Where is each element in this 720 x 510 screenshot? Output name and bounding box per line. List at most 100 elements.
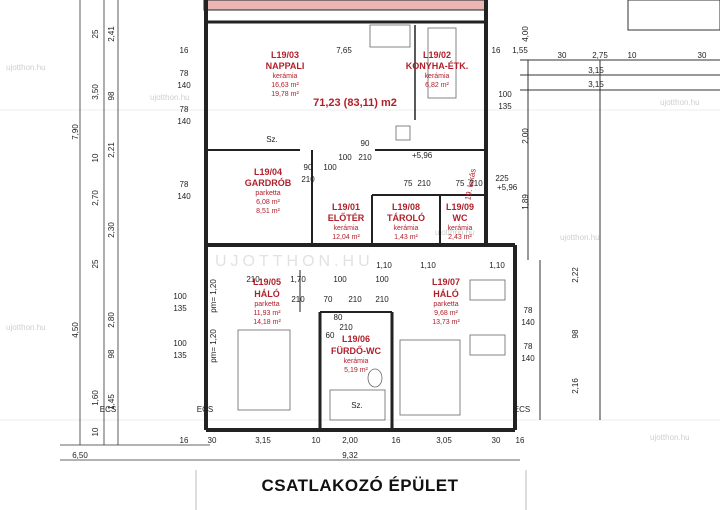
dimension-label: 16: [180, 46, 189, 55]
dimension-label: 140: [521, 318, 535, 327]
room-material: kerámia: [273, 73, 298, 80]
dimension-label: 100: [498, 90, 512, 99]
dimension-label: 78: [180, 105, 189, 114]
dimension-label: 3,50: [91, 84, 100, 100]
dimension-label: 210: [339, 323, 353, 332]
room-name: HÁLÓ: [433, 288, 459, 299]
room-net-area: 2,43 m²: [448, 234, 472, 241]
room-L19-08: L19/08 TÁROLÓ kerámia 1,43 m²: [387, 202, 425, 241]
dimension-label: 3,15: [588, 80, 604, 89]
left-vertical-dimensions: 25 3,50 7,90 10 2,70 25 4,50 1,60 10 2,4…: [71, 26, 116, 437]
room-L19-07: L19/07 HÁLÓ parketta 9,68 m² 13,73 m²: [432, 277, 460, 326]
dimension-label: 140: [177, 192, 191, 201]
room-code: L19/05: [253, 277, 281, 287]
room-material: kerámia: [448, 225, 473, 232]
room-name: FÜRDŐ-WC: [331, 345, 381, 356]
dimension-label: ECS: [197, 405, 213, 414]
watermark-text: ujotthon.hu: [6, 323, 46, 332]
dimension-label: 3,15: [588, 66, 604, 75]
room-L19-01: L19/01 ELŐTÉR kerámia 12,04 m²: [328, 202, 365, 241]
room-code: L19/01: [332, 202, 360, 212]
watermark-text-large: UJOTTHON.HU: [215, 253, 374, 270]
dimension-label: 2,00: [342, 436, 358, 445]
room-material: parketta: [255, 190, 280, 197]
watermark-text: ujotthon.hu: [650, 433, 690, 442]
dimension-label: 16: [516, 436, 525, 445]
dimension-label: 135: [173, 351, 187, 360]
dimension-label: 78: [180, 69, 189, 78]
bottom-dimensions: 16 30 3,15 10 2,00 16 3,05 30 16 6,50 9,…: [72, 436, 525, 460]
dimension-label: 2,21: [107, 142, 116, 158]
door-dimensions: 90 100 210 90 100 210 75 210 75 210 210 …: [246, 139, 483, 340]
dimension-label: 1,45: [107, 394, 116, 410]
room-code: L19/02: [423, 50, 451, 60]
dimension-label: 78: [180, 180, 189, 189]
joining-building-hatch: [195, 470, 527, 510]
dimension-label: 4,00: [521, 26, 530, 42]
room-material: parketta: [433, 301, 458, 308]
dimension-label: 100: [333, 275, 347, 284]
dimension-label: 80: [334, 313, 343, 322]
watermark-text: ujotthon.hu: [6, 63, 46, 72]
dimension-label: 1,89: [521, 194, 530, 210]
room-L19-03: L19/03 NAPPALI kerámia 16,63 m² 19,78 m²: [266, 50, 305, 98]
dimension-label: 10: [91, 153, 100, 162]
room-name: TÁROLÓ: [387, 212, 425, 223]
room-code: L19/09: [446, 202, 474, 212]
dimension-label: 210: [375, 295, 389, 304]
room-material: kerámia: [344, 358, 369, 365]
dimension-label: 210: [358, 153, 372, 162]
dimension-label: 6,50: [72, 451, 88, 460]
dimension-label: 7,90: [71, 124, 80, 140]
room-net-area: 11,93 m²: [253, 310, 281, 317]
dimension-label: 16: [392, 436, 401, 445]
room-net-area: 9,68 m²: [434, 310, 458, 317]
room-name: KONYHA-ÉTK.: [406, 61, 469, 71]
room-material: kerámia: [334, 225, 359, 232]
room-net-area: 12,04 m²: [332, 234, 360, 241]
area-total: 71,23 (83,11) m2: [313, 97, 397, 109]
dimension-label: 25: [91, 259, 100, 268]
dimension-label: 70: [324, 295, 333, 304]
level-mark: +5,96: [497, 183, 518, 192]
room-material: kerámia: [394, 225, 419, 232]
room-name: WC: [453, 213, 468, 223]
room-code: L19/07: [432, 277, 460, 287]
dimension-label: 2,80: [107, 312, 116, 328]
room-material: kerámia: [425, 73, 450, 80]
building-walls: [203, 0, 517, 432]
room-name: HÁLÓ: [254, 288, 280, 299]
dimension-label: 30: [492, 436, 501, 445]
window-dimensions-left: 78 140 78 140 78 140 100 135 100 135: [173, 69, 191, 360]
dimension-label: 100: [323, 163, 337, 172]
dimension-label: 1,60: [91, 390, 100, 406]
right-vertical-dimensions: 4,00 2,00 1,89 2,22 98 2,16: [521, 26, 580, 394]
dimension-label: 210: [417, 179, 431, 188]
room-gross-area: 14,18 m²: [253, 319, 281, 326]
room-net-area: 6,82 m²: [425, 82, 449, 89]
room-L19-05: L19/05 HÁLÓ parketta 11,93 m² 14,18 m²: [253, 277, 281, 326]
dimension-label: 100: [173, 292, 187, 301]
dimension-label: 140: [177, 117, 191, 126]
neighbour-outline: [520, 0, 720, 420]
dimension-label: 98: [107, 349, 116, 358]
dimension-label: 75: [404, 179, 413, 188]
room-net-area: 16,63 m²: [271, 82, 299, 89]
dimension-label: 100: [173, 339, 187, 348]
room-L19-06: L19/06 FÜRDŐ-WC kerámia 5,19 m²: [331, 334, 381, 374]
sill-heights: pm= 1,20 pm= 1,20: [209, 279, 218, 363]
dimension-label: 3,15: [255, 436, 271, 445]
dimension-label: ECS: [514, 405, 530, 414]
dimension-label: 1,10: [489, 261, 505, 270]
room-gross-area: 13,73 m²: [432, 319, 460, 326]
dimension-label: 225: [495, 174, 509, 183]
watermark-text: ujotthon.hu: [560, 233, 600, 242]
room-code: L19/06: [342, 334, 370, 344]
dimension-label: ECS: [100, 405, 116, 414]
dimension-label: 60: [326, 331, 335, 340]
room-net-area: 6,08 m²: [256, 199, 280, 206]
dimension-label: 2,75: [592, 51, 608, 60]
dimension-label: 2,22: [571, 267, 580, 283]
